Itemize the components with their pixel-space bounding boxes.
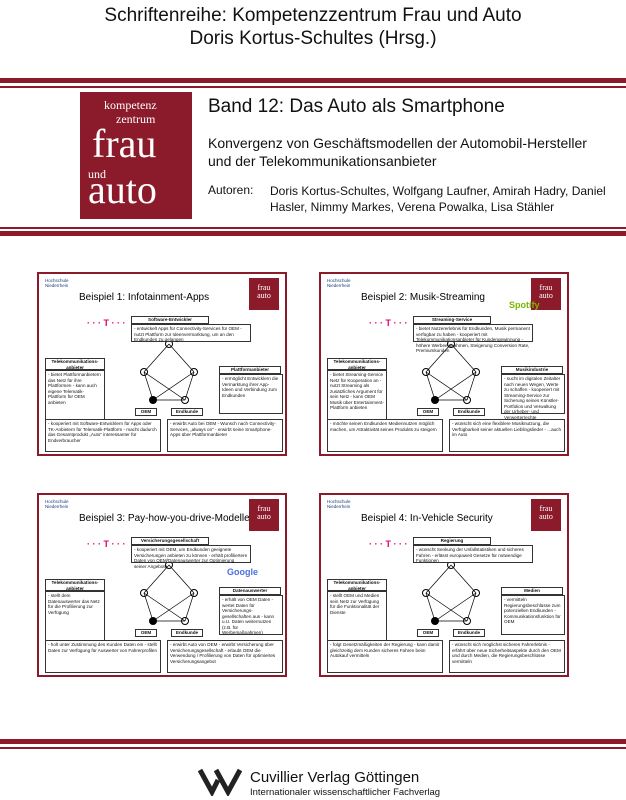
endkunde-label: Endkunde: [171, 629, 203, 637]
university-logo: Hochschule Niederrhein: [327, 278, 351, 288]
divider-bottom-thick: [0, 739, 626, 744]
top-box-text: - bietet Nutzererlebnis für Endkunden, M…: [413, 324, 533, 353]
top-box-text: - kooperiert mit OEM, um Endkunden geeig…: [131, 545, 251, 569]
editor-name: Doris Kortus-Schultes (Hrsg.): [189, 28, 437, 49]
divider-top-thick: [0, 78, 626, 83]
oem-label: OEM: [135, 408, 157, 416]
divider-mid-thin: [0, 227, 626, 229]
relationship-diagram: [140, 561, 198, 625]
university-logo: Hochschule Niederrhein: [45, 499, 69, 509]
telekom-logo: · · · T · · ·: [369, 539, 408, 549]
university-logo: Hochschule Niederrhein: [327, 499, 351, 509]
right-box-text: - erhält von OEM Daten - wertet Daten fü…: [219, 595, 283, 635]
left-box-text: - bietet Streaming-Service Netz für Koop…: [327, 370, 387, 422]
right-box-text: - sucht im digitalen Zeitalter nach neue…: [501, 374, 565, 420]
oem-label: OEM: [417, 408, 439, 416]
endkunde-label: Endkunde: [171, 408, 203, 416]
right-box-text: - ermöglicht Entwicklern die Vermarktung…: [219, 374, 283, 414]
cuvillier-logo-icon: [197, 768, 243, 796]
top-box-text: - entwickelt Apps für Connectivity-Servi…: [131, 324, 251, 342]
example-slide-1: Hochschule Niederrhein Beispiel 1: Infot…: [37, 272, 287, 456]
telekom-logo: · · · T · · ·: [369, 318, 408, 328]
divider-top-thin: [0, 86, 626, 88]
relationship-diagram: [422, 561, 480, 625]
right-box-head: Musikindustrie: [501, 366, 563, 374]
left-box-head: Telekommunikations-anbieter: [45, 358, 105, 370]
bottom-right-box: - erwirbt Auto von OEM - erwirbt Versich…: [167, 640, 283, 673]
left-box-head: Telekommunikations-anbieter: [45, 579, 105, 591]
university-logo: Hochschule Niederrhein: [45, 278, 69, 288]
google-logo: Google: [227, 567, 258, 577]
left-box-text: - stellt dem Datenauswerter das Netz für…: [45, 591, 105, 643]
bottom-right-box: - wünscht sich möglichst sicheres Fahrer…: [449, 640, 565, 673]
top-box-head: Software-Entwickler: [131, 316, 209, 324]
top-box-head: Streaming-Service: [413, 316, 491, 324]
right-box-text: - vermitteln Regierungsbeschlüsse zum po…: [501, 595, 565, 635]
spotify-logo: Spotify: [509, 300, 540, 310]
bottom-left-box: - holt unter Zustimmung des Kunden Daten…: [45, 640, 161, 673]
right-box-head: Medien: [501, 587, 563, 595]
endkunde-label: Endkunde: [453, 629, 485, 637]
telekom-logo: · · · T · · ·: [87, 539, 126, 549]
relationship-diagram: [422, 340, 480, 404]
telekom-logo: · · · T · · ·: [87, 318, 126, 328]
top-box-head: Regierung: [413, 537, 491, 545]
bottom-right-box: - wünscht sich eine flexiblere Musiknutz…: [449, 419, 565, 452]
series-title: Schriftenreihe: Kompetenzzentrum Frau un…: [104, 5, 522, 26]
right-box-head: Datenauswerter: [219, 587, 281, 595]
endkunde-label: Endkunde: [453, 408, 485, 416]
bottom-left-box: - kooperiert mit Software-Entwicklern fü…: [45, 419, 161, 452]
authors-label: Autoren:: [208, 183, 254, 197]
publisher-tagline: Internationaler wissenschaftlicher Fachv…: [250, 787, 441, 798]
example-slide-4: Hochschule Niederrhein Beispiel 4: In-Ve…: [319, 493, 569, 677]
right-box-head: Plattformanbieter: [219, 366, 281, 374]
publisher-name: Cuvillier Verlag Göttingen: [250, 769, 420, 786]
left-box-text: - stellt OEM und Medien sein Netz zur Ve…: [327, 591, 387, 643]
top-box-head: Versicherungsgesellschaft: [131, 537, 209, 545]
bottom-right-box: - erwirbt Auto bei OEM - Wunsch nach Con…: [167, 419, 283, 452]
left-box-head: Telekommunikations-anbieter: [327, 358, 387, 370]
oem-label: OEM: [417, 629, 439, 637]
oem-label: OEM: [135, 629, 157, 637]
slide-title: Beispiel 2: Musik-Streaming: [361, 292, 485, 303]
bottom-left-box: - folgt Gesetzmäßigkeiten der Regierung …: [327, 640, 443, 673]
bottom-left-box: - möchte seinen Endkunden Mediennutzen m…: [327, 419, 443, 452]
authors-list: Doris Kortus-Schultes, Wolfgang Laufner,…: [270, 184, 606, 214]
top-box-text: - wünscht Senkung der Unfallstatistiken …: [413, 545, 533, 563]
example-slide-3: Hochschule Niederrhein Beispiel 3: Pay-h…: [37, 493, 287, 677]
band-title: Band 12: Das Auto als Smartphone: [208, 96, 505, 117]
kompetenzzentrum-logo: kompetenz zentrum frau und auto: [80, 92, 192, 219]
slide-title: Beispiel 4: In-Vehicle Security: [361, 513, 493, 524]
divider-mid-thick: [0, 231, 626, 236]
left-box-head: Telekommunikations-anbieter: [327, 579, 387, 591]
slide-title: Beispiel 3: Pay-how-you-drive-Modelle: [79, 513, 250, 524]
subtitle: Konvergenz von Geschäftsmodellen der Aut…: [208, 135, 587, 169]
relationship-diagram: [140, 340, 198, 404]
slide-title: Beispiel 1: Infotainment-Apps: [79, 292, 210, 303]
divider-bottom-thin: [0, 747, 626, 749]
example-slide-2: Hochschule Niederrhein Beispiel 2: Musik…: [319, 272, 569, 456]
left-box-text: - bietet Plattformanbietern das Netz für…: [45, 370, 105, 422]
